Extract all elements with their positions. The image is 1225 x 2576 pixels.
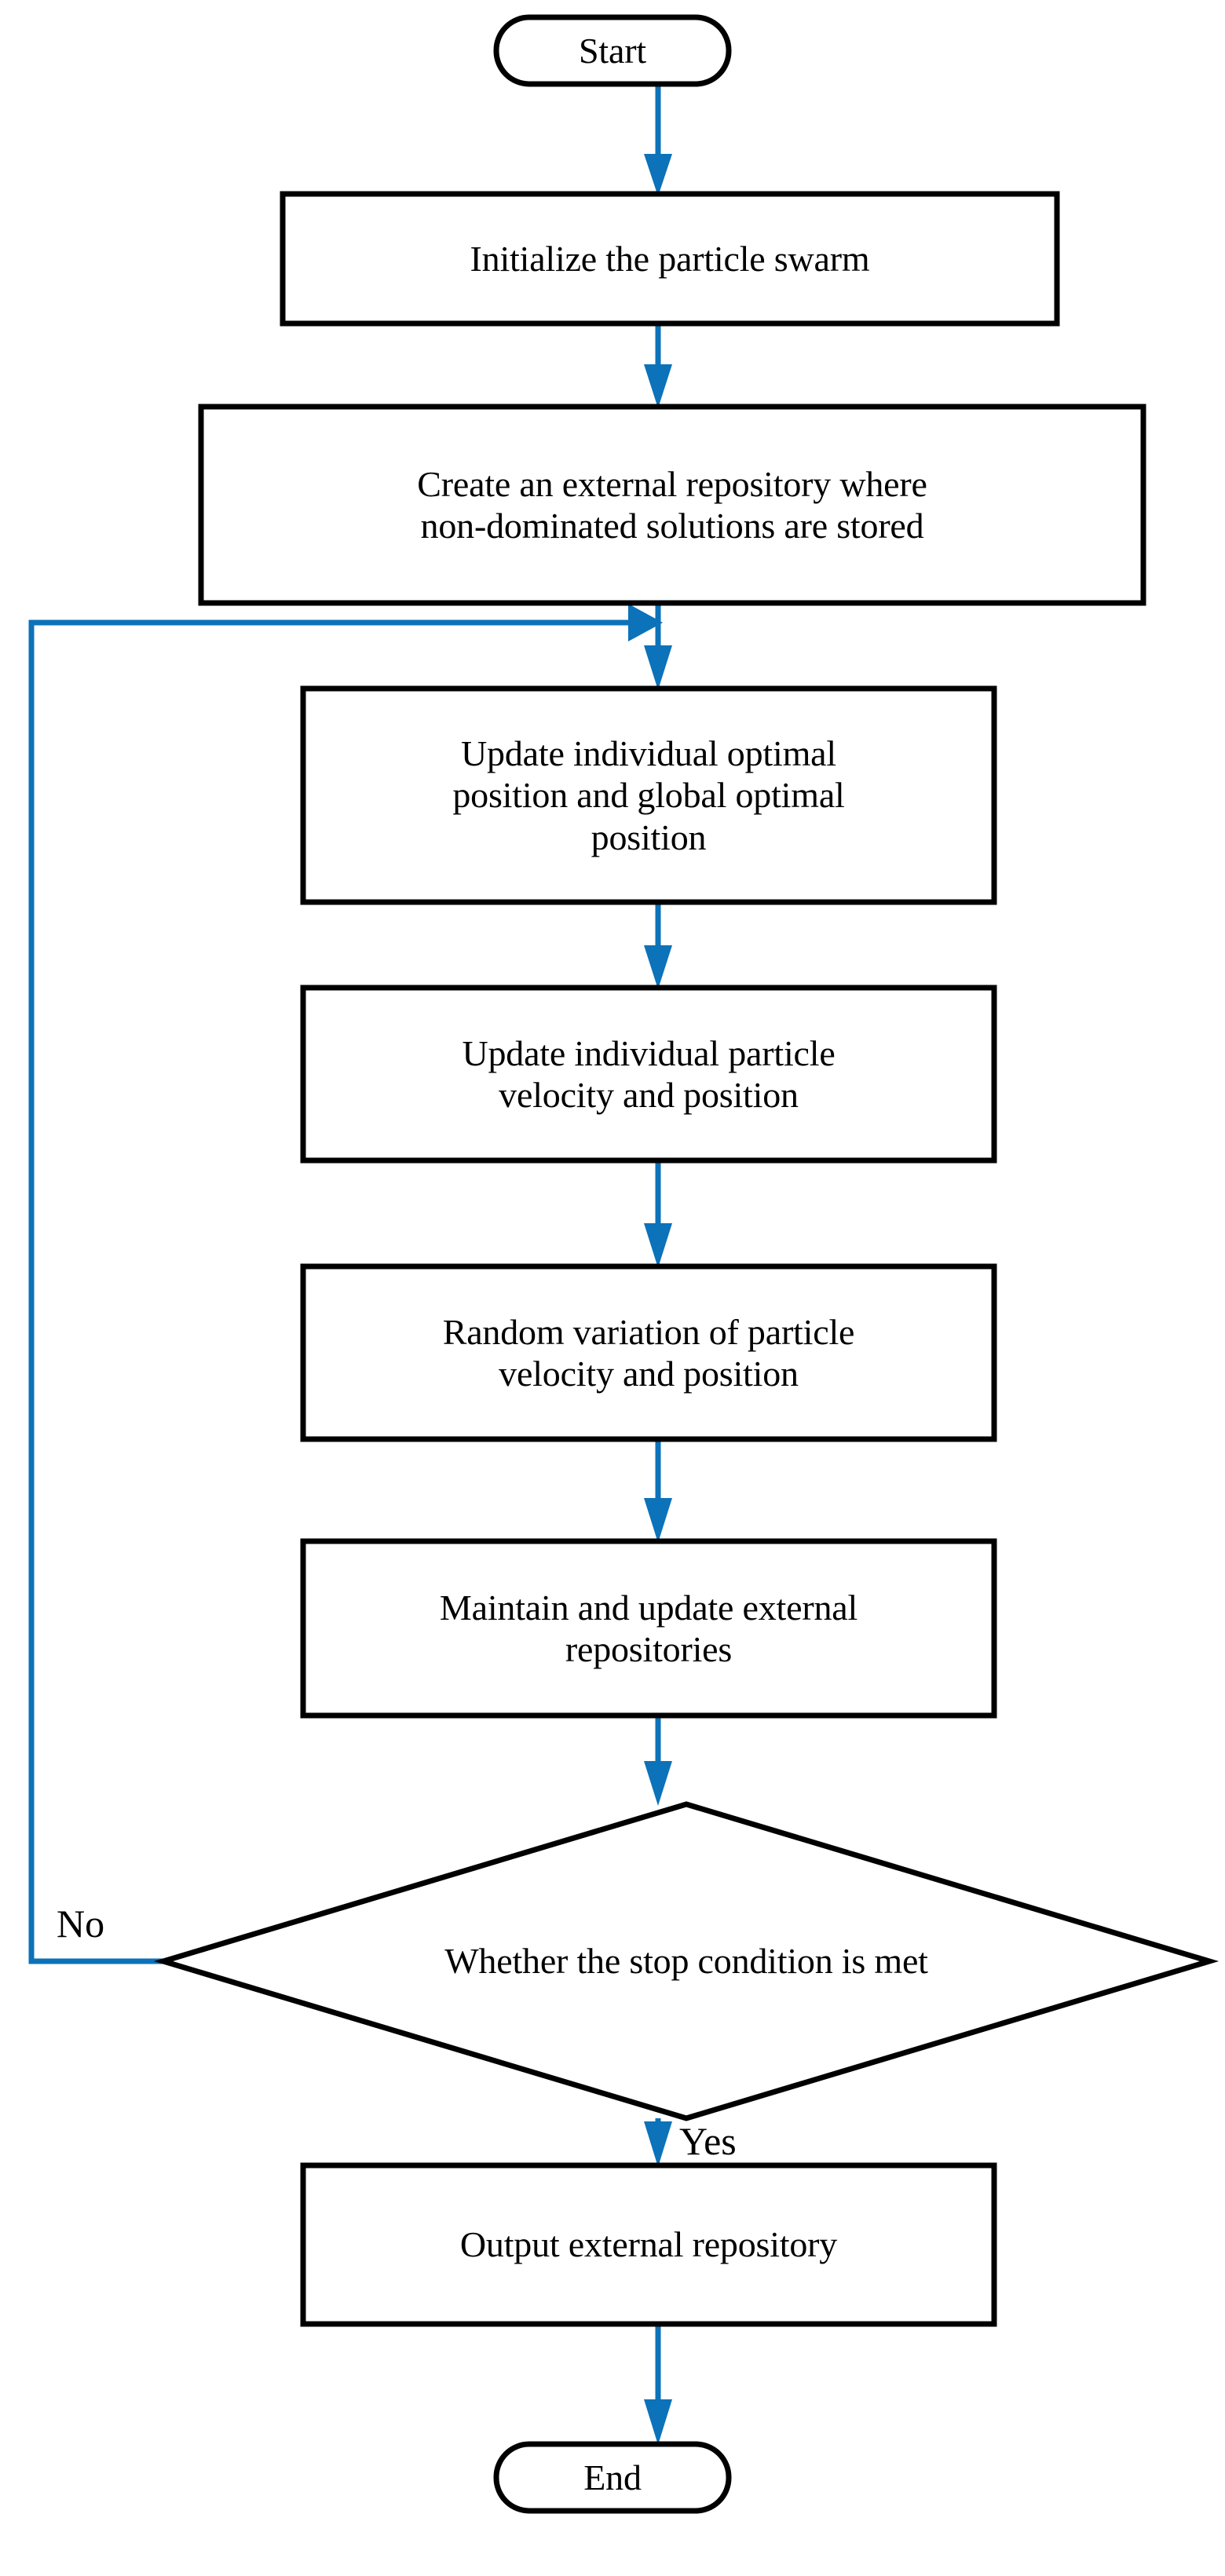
- node-shape-output-repo: [300, 2162, 997, 2327]
- edge-init-to-create-repo: [644, 323, 672, 408]
- edge-label-no: No: [57, 1902, 105, 1946]
- edge-stop-condition-to-output-repo: [644, 2118, 672, 2167]
- edge-start-to-init: [644, 84, 672, 196]
- node-shape-maintain-repo: [300, 1538, 997, 1719]
- node-shape-init: [280, 191, 1060, 327]
- node-shape-create-repo: [198, 404, 1146, 606]
- node-shape-start: [493, 14, 732, 87]
- node-shape-layer: [153, 14, 1220, 2514]
- node-shape-update-velocity: [300, 985, 997, 1164]
- edge-update-optimal-to-update-velocity: [644, 902, 672, 989]
- connector-layer: [28, 84, 672, 2445]
- node-shape-end: [493, 2441, 732, 2514]
- edge-update-velocity-to-random-variation: [644, 1160, 672, 1268]
- node-shape-update-optimal: [300, 685, 997, 905]
- edge-maintain-repo-to-stop-condition: [644, 1716, 672, 1806]
- node-shape-random-variation: [300, 1263, 997, 1442]
- edge-random-variation-to-maintain-repo: [644, 1439, 672, 1543]
- edge-label-yes: Yes: [679, 2119, 737, 2163]
- edge-stop-condition-feedback-loop: [28, 604, 663, 1964]
- edge-output-repo-to-end: [644, 2324, 672, 2445]
- edge-create-repo-to-update-optimal: [644, 603, 672, 690]
- node-shape-stop-condition: [153, 1801, 1220, 2121]
